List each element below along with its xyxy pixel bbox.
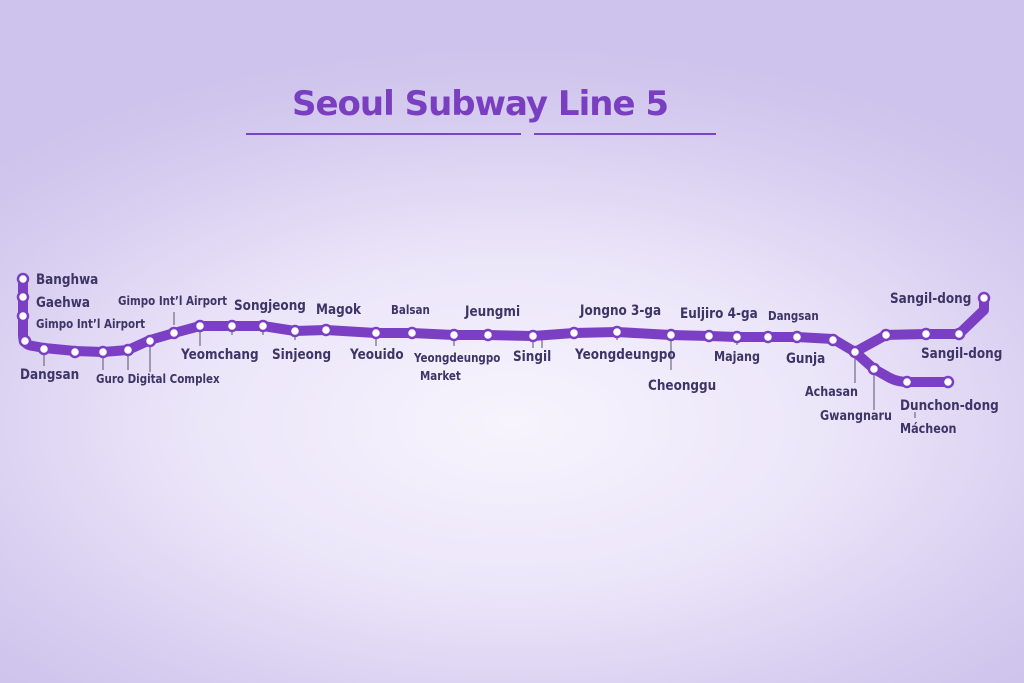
- label-dangsan-left: Dangsan: [20, 367, 80, 383]
- station-2[interactable]: [68, 345, 82, 359]
- label-magok: Magok: [316, 302, 362, 318]
- station-yeomchang[interactable]: [193, 319, 207, 333]
- label-sinjeong: Sinjeong: [272, 347, 332, 363]
- title-underline-left: [246, 133, 521, 135]
- station-4[interactable]: [121, 343, 135, 357]
- label-sangil-mid: Sangil-dong: [921, 346, 1003, 362]
- station-9[interactable]: [256, 319, 270, 333]
- label-yeomchang: Yeomchang: [181, 347, 259, 363]
- station-songjeong[interactable]: [225, 319, 239, 333]
- label-macheon: Mácheon: [900, 422, 957, 437]
- label-gwangnaru: Gwangnaru: [820, 409, 892, 424]
- station-balsan[interactable]: [405, 326, 419, 340]
- label-banghwa: Banghwa: [36, 272, 99, 288]
- label-ydp-market-line2: Market: [420, 369, 461, 383]
- station-yeongdeungpo-market[interactable]: [447, 328, 461, 342]
- label-gimpo-left: Gimpo Int’l Airport: [36, 317, 146, 331]
- station-macheon[interactable]: [941, 375, 955, 389]
- label-jeungmi: Jeungmi: [465, 304, 521, 320]
- station-guro-digital-complex[interactable]: [143, 334, 157, 348]
- station-gimpo-top[interactable]: [167, 326, 181, 340]
- label-dunchon: Dunchon-dong: [900, 398, 999, 414]
- label-euljiro: Euljiro 4-ga: [680, 306, 758, 322]
- station-17[interactable]: [567, 326, 581, 340]
- station-24[interactable]: [826, 333, 840, 347]
- station-dunchon-dong[interactable]: [900, 375, 914, 389]
- station-songjeong-west[interactable]: [18, 334, 32, 348]
- station-branch-1[interactable]: [879, 328, 893, 342]
- label-majang: Majang: [714, 350, 761, 365]
- station-3[interactable]: [96, 345, 110, 359]
- station-cheonggu[interactable]: [664, 328, 678, 342]
- station-sangil-dong[interactable]: [977, 291, 991, 305]
- station-dangsan-east[interactable]: [761, 330, 775, 344]
- label-gunja: Gunja: [786, 351, 826, 367]
- station-sinjeong[interactable]: [288, 324, 302, 338]
- station-sangil-dong-mid[interactable]: [952, 327, 966, 341]
- label-jongno: Jongno 3-ga: [580, 303, 662, 319]
- label-yeongdeungpo: Yeongdeungpo: [575, 347, 676, 363]
- label-gaehwa: Gaehwa: [36, 295, 90, 311]
- label-balsan: Balsan: [391, 303, 430, 317]
- label-sangil-top: Sangil-dong: [890, 291, 972, 307]
- station-euljiro[interactable]: [702, 329, 716, 343]
- label-dangsan-right: Dangsan: [768, 309, 819, 323]
- label-achasan: Achasan: [805, 385, 858, 400]
- station-gunja[interactable]: [790, 330, 804, 344]
- station-branch-2[interactable]: [919, 327, 933, 341]
- station-gwangnaru[interactable]: [867, 362, 881, 376]
- station-gimpo-airport[interactable]: [16, 309, 30, 323]
- label-songjeong: Songjeong: [234, 298, 306, 314]
- station-jeungmi[interactable]: [481, 328, 495, 342]
- label-cheonggu: Cheonggu: [648, 378, 717, 394]
- stations: [16, 272, 991, 389]
- station-magok[interactable]: [319, 323, 333, 337]
- page-title: Seoul Subway Line 5: [291, 84, 669, 124]
- station-yeongdeungpo[interactable]: [610, 325, 624, 339]
- label-ydp-market-line1: Yeongdeungpo: [414, 351, 501, 365]
- label-singil: Singil: [513, 349, 552, 365]
- station-banghwa[interactable]: [16, 272, 30, 286]
- station-singil[interactable]: [526, 329, 540, 343]
- label-yeouido: Yeouido: [350, 347, 404, 363]
- station-yeouido[interactable]: [369, 326, 383, 340]
- label-gimpo-top: Gimpo Int’l Airport: [118, 294, 228, 308]
- station-majang[interactable]: [730, 330, 744, 344]
- label-guro: Guro Digital Complex: [96, 372, 220, 386]
- station-gaehwa[interactable]: [16, 290, 30, 304]
- station-achasan[interactable]: [848, 345, 862, 359]
- station-dangsan-west[interactable]: [37, 342, 51, 356]
- title-underline-right: [534, 133, 716, 135]
